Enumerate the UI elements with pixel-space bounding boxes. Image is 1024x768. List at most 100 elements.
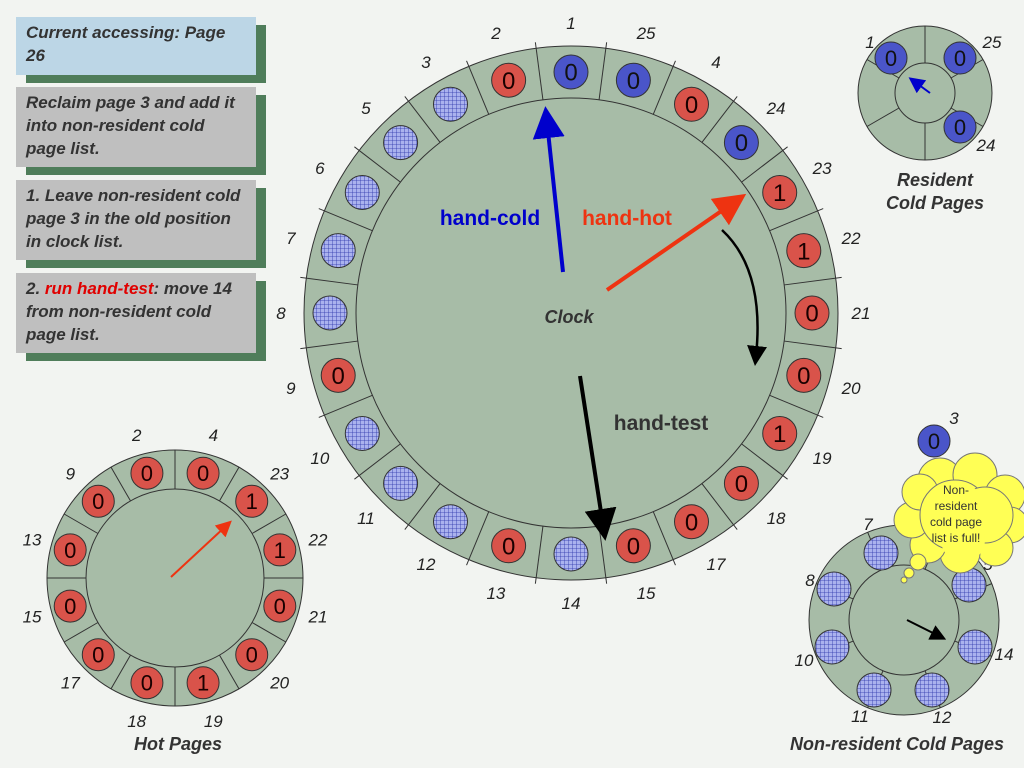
clock-label-9: 9 <box>286 379 296 398</box>
clock-page-10-circle <box>344 416 380 451</box>
clock-page-4-bit: 0 <box>685 92 698 119</box>
hot-label-18: 18 <box>127 712 146 731</box>
hot-label-17: 17 <box>61 674 80 693</box>
hot-page-2-circle <box>130 456 164 490</box>
hot-page-9-circle <box>81 484 115 518</box>
hand-hot-label: hand-hot <box>582 207 672 230</box>
clock-page-20-bit: 0 <box>797 363 810 390</box>
nonres-inner-face <box>848 564 960 676</box>
nonres-title: Non-resident Cold Pages <box>790 734 1004 754</box>
clock-page-2-circle <box>491 62 527 98</box>
clock-page-11-circle <box>383 465 419 501</box>
clock-divider <box>652 60 676 115</box>
clock-label-24: 24 <box>766 99 786 118</box>
clock-label-3: 3 <box>421 53 431 72</box>
nonres-page-10-circle <box>814 629 850 665</box>
hot-page-13-circle <box>53 533 87 567</box>
clock-page-14-circle <box>553 536 589 572</box>
hot-page-21-circle <box>263 589 297 623</box>
clock-divider <box>769 394 824 418</box>
clock-page-21-circle <box>794 295 830 331</box>
res-divider <box>866 107 900 127</box>
clock-divider <box>769 208 824 232</box>
reclaim-note: Reclaim page 3 and add it into non-resid… <box>16 87 256 167</box>
clock-divider <box>701 483 738 530</box>
clock-page-23-bit: 1 <box>773 180 786 207</box>
res-page-25-circle <box>943 41 977 75</box>
hot-page-18-bit: 0 <box>141 671 153 696</box>
clock-page-20-circle <box>786 357 822 393</box>
clock-divider <box>318 394 373 418</box>
clock-page-17-circle <box>674 504 709 540</box>
clock-divider <box>466 60 490 115</box>
hot-page-23-bit: 1 <box>246 489 258 514</box>
nonres-label-11: 11 <box>851 707 869 726</box>
clock-page-12-circle <box>433 504 468 540</box>
callout-text-line: cold page <box>930 515 982 529</box>
res-page-24-circle <box>943 110 977 144</box>
nonres-label-12: 12 <box>933 708 952 727</box>
hot-page-4-bit: 0 <box>197 461 209 486</box>
hot-page-21-bit: 0 <box>274 594 286 619</box>
clock-label-8: 8 <box>276 304 286 323</box>
clock-page-5-circle <box>383 125 419 161</box>
res-hand-arrow <box>908 77 931 94</box>
clock-label-14: 14 <box>562 594 581 613</box>
clock-divider <box>300 340 358 350</box>
incoming-page-3-circle <box>917 424 951 458</box>
clock-page-25-bit: 0 <box>627 68 640 95</box>
hot-label-21: 21 <box>307 607 327 626</box>
nonres-page-12-circle <box>914 672 950 708</box>
hand-cold-arrow <box>532 106 565 273</box>
clock-label-15: 15 <box>637 584 656 603</box>
clock-divider <box>318 208 373 232</box>
hot-label-2: 2 <box>131 426 142 445</box>
clock-page-6-circle <box>344 175 380 210</box>
incoming-label-3: 3 <box>949 409 959 428</box>
hot-page-23-circle <box>235 484 269 518</box>
clock-divider <box>741 443 788 480</box>
clock-label: Clock <box>544 307 594 327</box>
current-access-text: Current accessing: Page 26 <box>26 23 226 65</box>
clock-label-12: 12 <box>417 555 436 574</box>
nonres-label-8: 8 <box>805 571 815 590</box>
clock-page-13-bit: 0 <box>502 533 515 560</box>
res-label-24: 24 <box>976 136 996 155</box>
leave-text: 1. Leave non-resident cold page 3 in the… <box>26 186 241 251</box>
clock-divider <box>404 96 441 143</box>
res-page-25-bit: 0 <box>954 46 966 71</box>
hot-label-4: 4 <box>209 426 218 445</box>
leave-note: 1. Leave non-resident cold page 3 in the… <box>16 180 256 260</box>
clock-page-24-circle <box>723 125 759 161</box>
hot-page-19-circle <box>186 666 220 700</box>
clock-label-21: 21 <box>851 304 871 323</box>
hot-page-19-bit: 1 <box>197 671 209 696</box>
clock-label-7: 7 <box>286 229 296 248</box>
clock-page-13-circle <box>491 528 527 564</box>
hot-divider <box>219 654 240 690</box>
hot-label-13: 13 <box>23 531 42 550</box>
hot-pages-title: Hot Pages <box>134 734 222 754</box>
nonres-page-14-circle <box>957 629 993 665</box>
res-label-1: 1 <box>865 33 874 52</box>
hot-divider <box>219 466 240 502</box>
nonres-page-11-circle <box>856 672 892 708</box>
clock-divider <box>404 483 441 530</box>
clock-inner-face <box>355 97 787 529</box>
clock-page-23-circle <box>762 175 798 210</box>
res-label-25: 25 <box>982 33 1002 52</box>
hot-page-22-bit: 1 <box>274 538 286 563</box>
clock-divider <box>741 146 788 183</box>
hot-page-13-bit: 0 <box>64 538 76 563</box>
nonresident-cold-clock: 75141211108Non-resident Cold Pages <box>790 515 1013 754</box>
callout-text-line: resident <box>935 499 978 513</box>
clock-label-6: 6 <box>315 159 325 178</box>
hot-label-20: 20 <box>269 674 289 693</box>
clock-page-1-bit: 0 <box>564 60 577 87</box>
clock-page-21-bit: 0 <box>805 301 818 328</box>
res-page-1-circle <box>874 41 908 75</box>
hot-label-23: 23 <box>269 464 289 483</box>
clock-page-9-bit: 0 <box>332 363 345 390</box>
